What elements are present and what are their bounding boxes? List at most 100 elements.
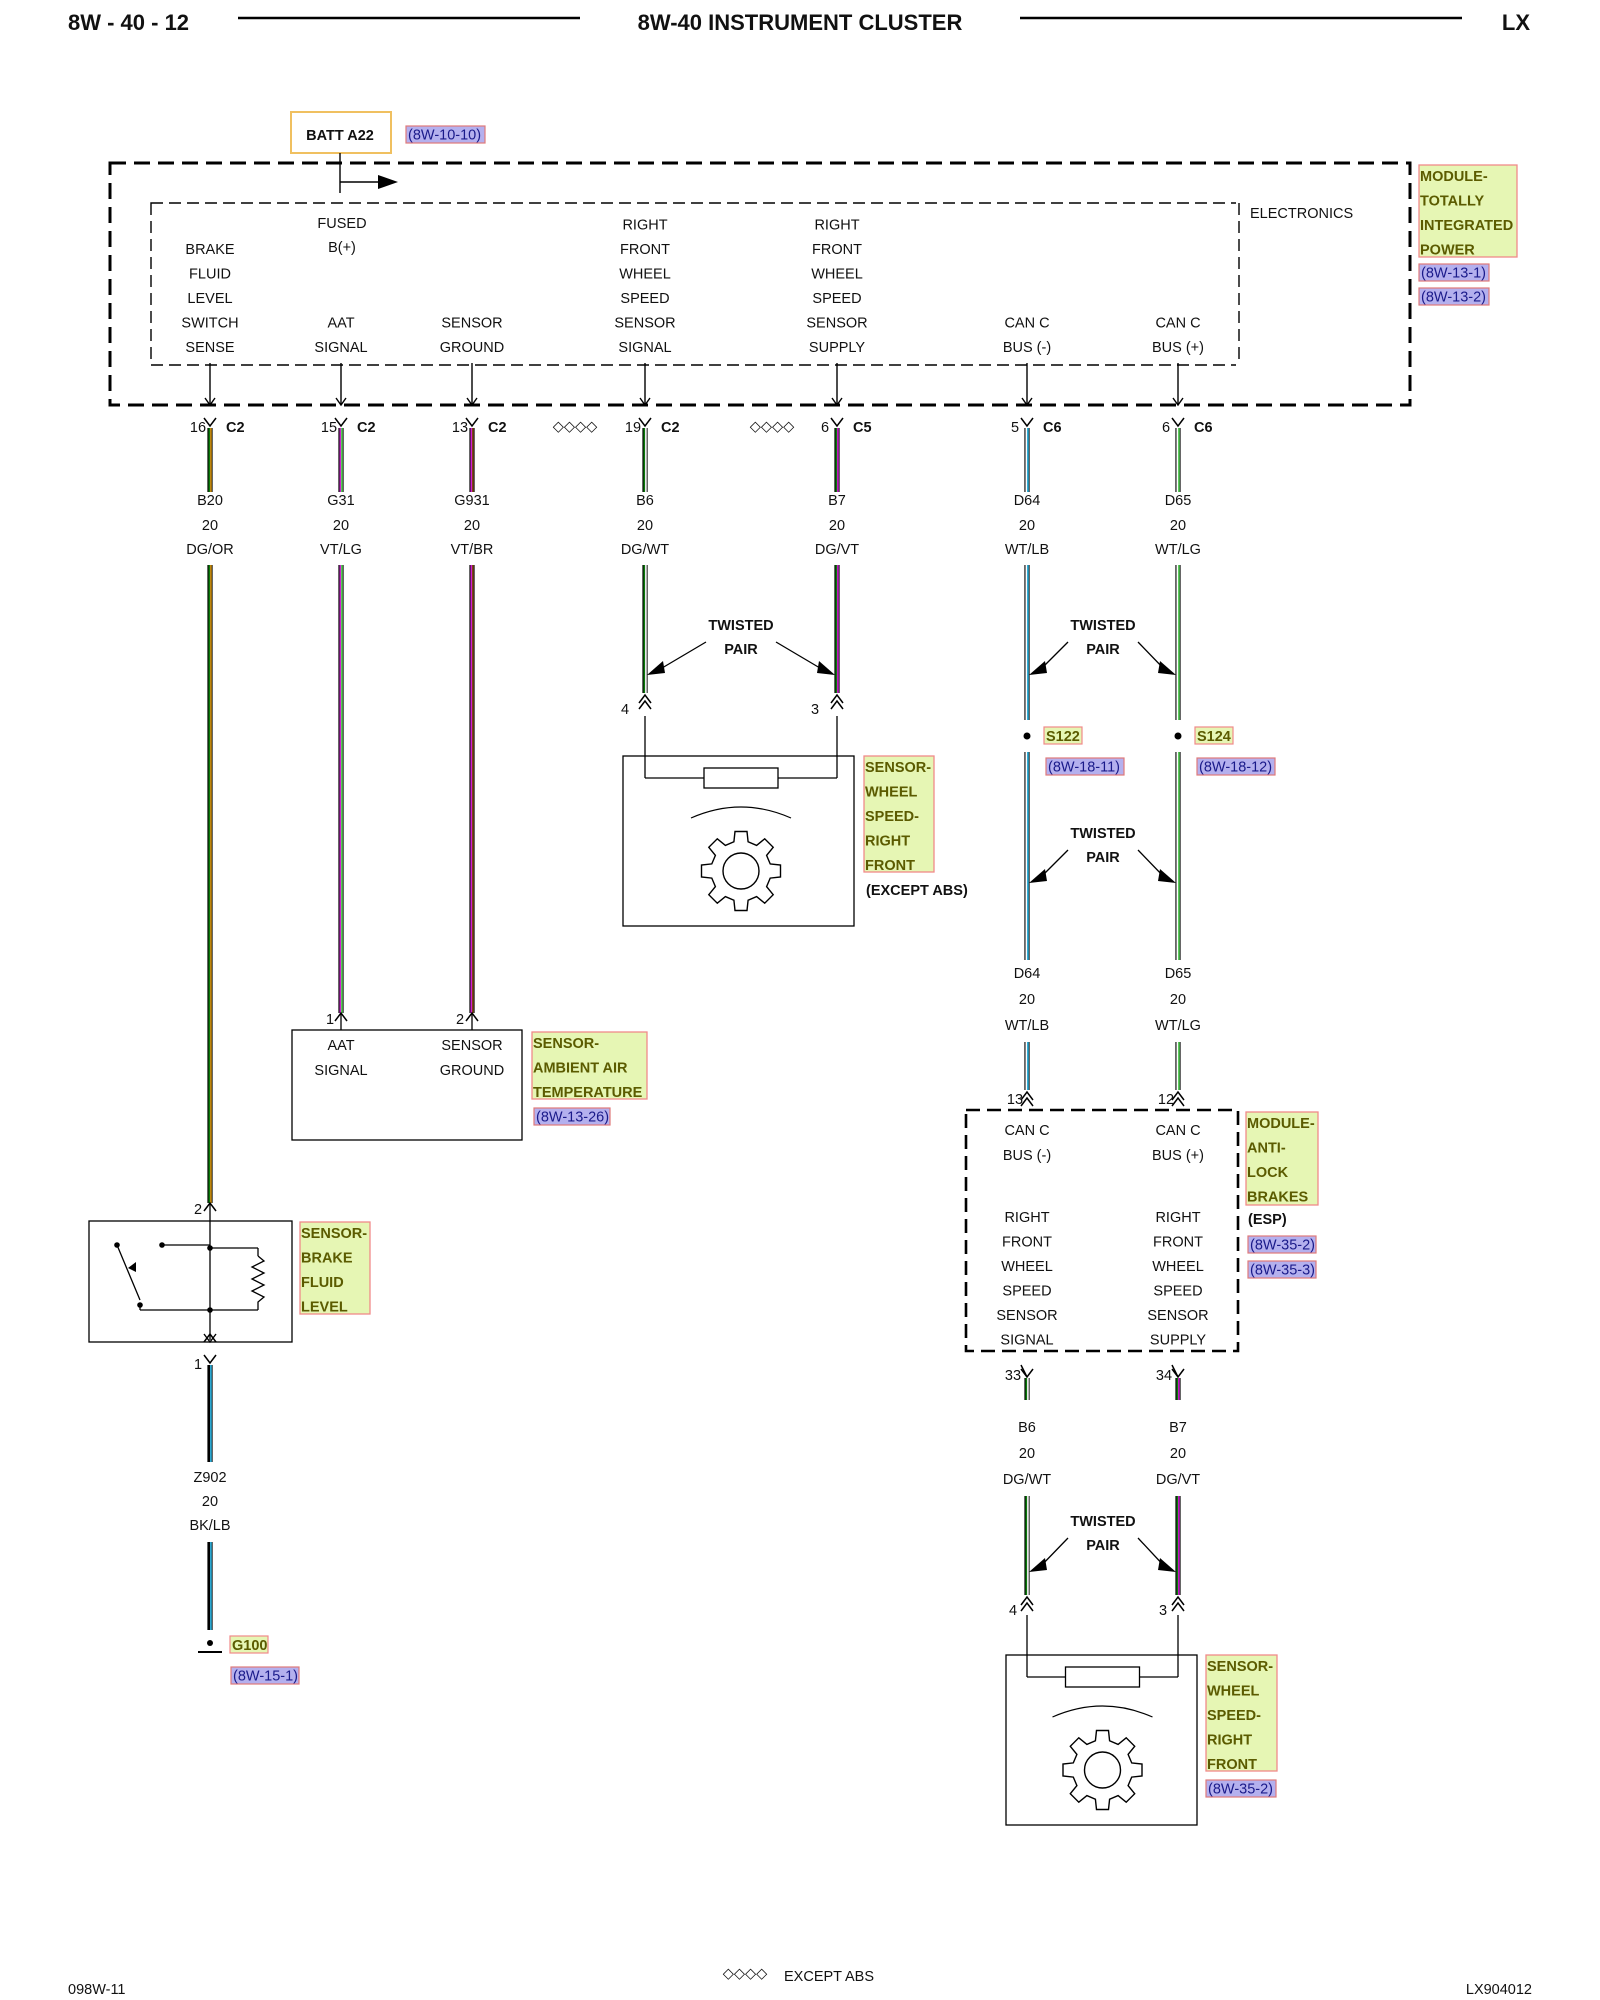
wss-connector [638,693,652,710]
wire-circuit: G31 [327,493,354,509]
pin-function-label: BUS (-) [1003,340,1051,356]
abs-pin: 13 [1007,1092,1023,1108]
wss-pin: 4 [621,702,629,718]
brake-sensor-name: BRAKE [301,1251,353,1267]
pin-function-label: SIGNAL [618,340,671,356]
wire-circuit: D64 [1014,493,1041,509]
wss-lower-name-box [1205,1654,1278,1772]
ground-label-box [229,1635,269,1654]
itpm-connector-terminal [830,417,844,428]
wss-pin: 4 [1009,1603,1017,1619]
wire-D65 [1175,428,1181,492]
itpm-connector-terminal [203,417,217,428]
arrow-head [466,397,478,407]
cavity-number: 13 [452,420,468,436]
twisted-pair-abs-wss-label: TWISTED [1070,1514,1135,1530]
arrow-head [831,397,843,407]
wire-circuit: Z902 [193,1470,226,1486]
abs-wss-label: RIGHT [1004,1210,1049,1226]
pin-function-label: BRAKE [185,242,234,258]
electronics-section-label: ELECTRONICS [1250,206,1353,222]
footer-legend-text: EXCEPT ABS [784,1969,874,1985]
aat-pin: 2 [456,1012,464,1028]
abs-pin: 12 [1158,1092,1174,1108]
itpm-connector-terminal [465,417,479,428]
wire-circuit: B6 [636,493,654,509]
abs-wss-label: WHEEL [1001,1259,1053,1275]
wire-circuit: B6 [1018,1420,1036,1436]
wire-D64-abs [1024,1042,1030,1090]
arrow-head [204,397,216,407]
wire-B6 [642,428,648,492]
splice-id: S124 [1197,729,1231,745]
wire-circuit: D64 [1014,966,1041,982]
itpm-ref: (8W-13-1) [1421,266,1486,282]
connector-id: C2 [488,420,507,436]
abs-name: ANTI- [1247,1141,1286,1157]
splice-dot [1174,732,1182,740]
pin-function-label: SENSOR [614,316,675,332]
abs-connector [1020,1090,1034,1107]
arrow-head [639,397,651,407]
ground-ref-box [230,1666,300,1685]
connector-id: C6 [1194,420,1213,436]
page-number: 8W - 40 - 12 [68,10,189,35]
aat-sensor-name: SENSOR- [533,1036,599,1052]
wire-circuit: B7 [1169,1420,1187,1436]
wire-color: WT/LG [1155,542,1201,558]
aat-sensor-body [291,1029,523,1141]
abs-can-label: BUS (-) [1003,1148,1051,1164]
wire-gauge: 20 [637,518,653,534]
wire-D65-abs [1175,1042,1181,1090]
pin-function-label: BUS (+) [1152,340,1204,356]
wire-B7 [834,428,840,492]
twisted-pair-can-upper-label: PAIR [1086,642,1120,658]
abs-wss-label: SENSOR [996,1308,1057,1324]
pin-function-label: SENSOR [806,316,867,332]
connector-id: C2 [226,420,245,436]
aat-cell-label: SENSOR [441,1038,502,1054]
itpm-name-box [1418,164,1518,258]
pin-function-label: CAN C [1155,316,1200,332]
connector-id: C5 [853,420,872,436]
wire-gauge: 20 [1170,1446,1186,1462]
pin-function-label: WHEEL [619,267,671,283]
cavity-number: 16 [190,420,206,436]
itpm-module-outline [108,161,1412,407]
abs-wss-label: SIGNAL [1000,1333,1053,1349]
wire-circuit: D65 [1165,966,1192,982]
wire-G931 [469,565,475,1013]
pin-function-label: FRONT [620,242,670,258]
abs-name: LOCK [1247,1165,1289,1181]
itpm-ref-box [1418,287,1490,306]
wire-gauge: 20 [202,1494,218,1510]
wss-lower-name: RIGHT [1207,1733,1252,1749]
aat-cell-label: SIGNAL [314,1063,367,1079]
pin-function-label: CAN C [1004,316,1049,332]
wire-B7-abs-out [1175,1378,1181,1400]
wss-lower-connector [1020,1595,1034,1612]
wire-D65 [1175,565,1181,720]
wire-color: DG/WT [621,542,669,558]
connector-id: C6 [1043,420,1062,436]
wire-gauge: 20 [1170,992,1186,1008]
ground-dot [207,1640,213,1646]
wss-lower-ref-box [1205,1779,1277,1798]
brake-pin: 1 [194,1357,202,1373]
aat-cell-label: AAT [327,1038,354,1054]
magnetic-field-arc [690,806,792,819]
batt-ref-box [405,125,486,144]
abs-can-label: CAN C [1155,1123,1200,1139]
aat-cell-label: GROUND [440,1063,504,1079]
brake-pin-arrow [203,1333,217,1344]
abs-name: BRAKES [1247,1190,1309,1206]
wire-gauge: 20 [829,518,845,534]
wss-connector [830,693,844,710]
wire-Z902 [207,1365,213,1462]
brake-switch-circuit [114,1242,266,1313]
abs-note: (ESP) [1248,1212,1287,1228]
splice-label-box [1043,726,1083,745]
wire-gauge: 20 [1170,518,1186,534]
except-abs-mark: ◇◇◇◇ [750,419,795,435]
